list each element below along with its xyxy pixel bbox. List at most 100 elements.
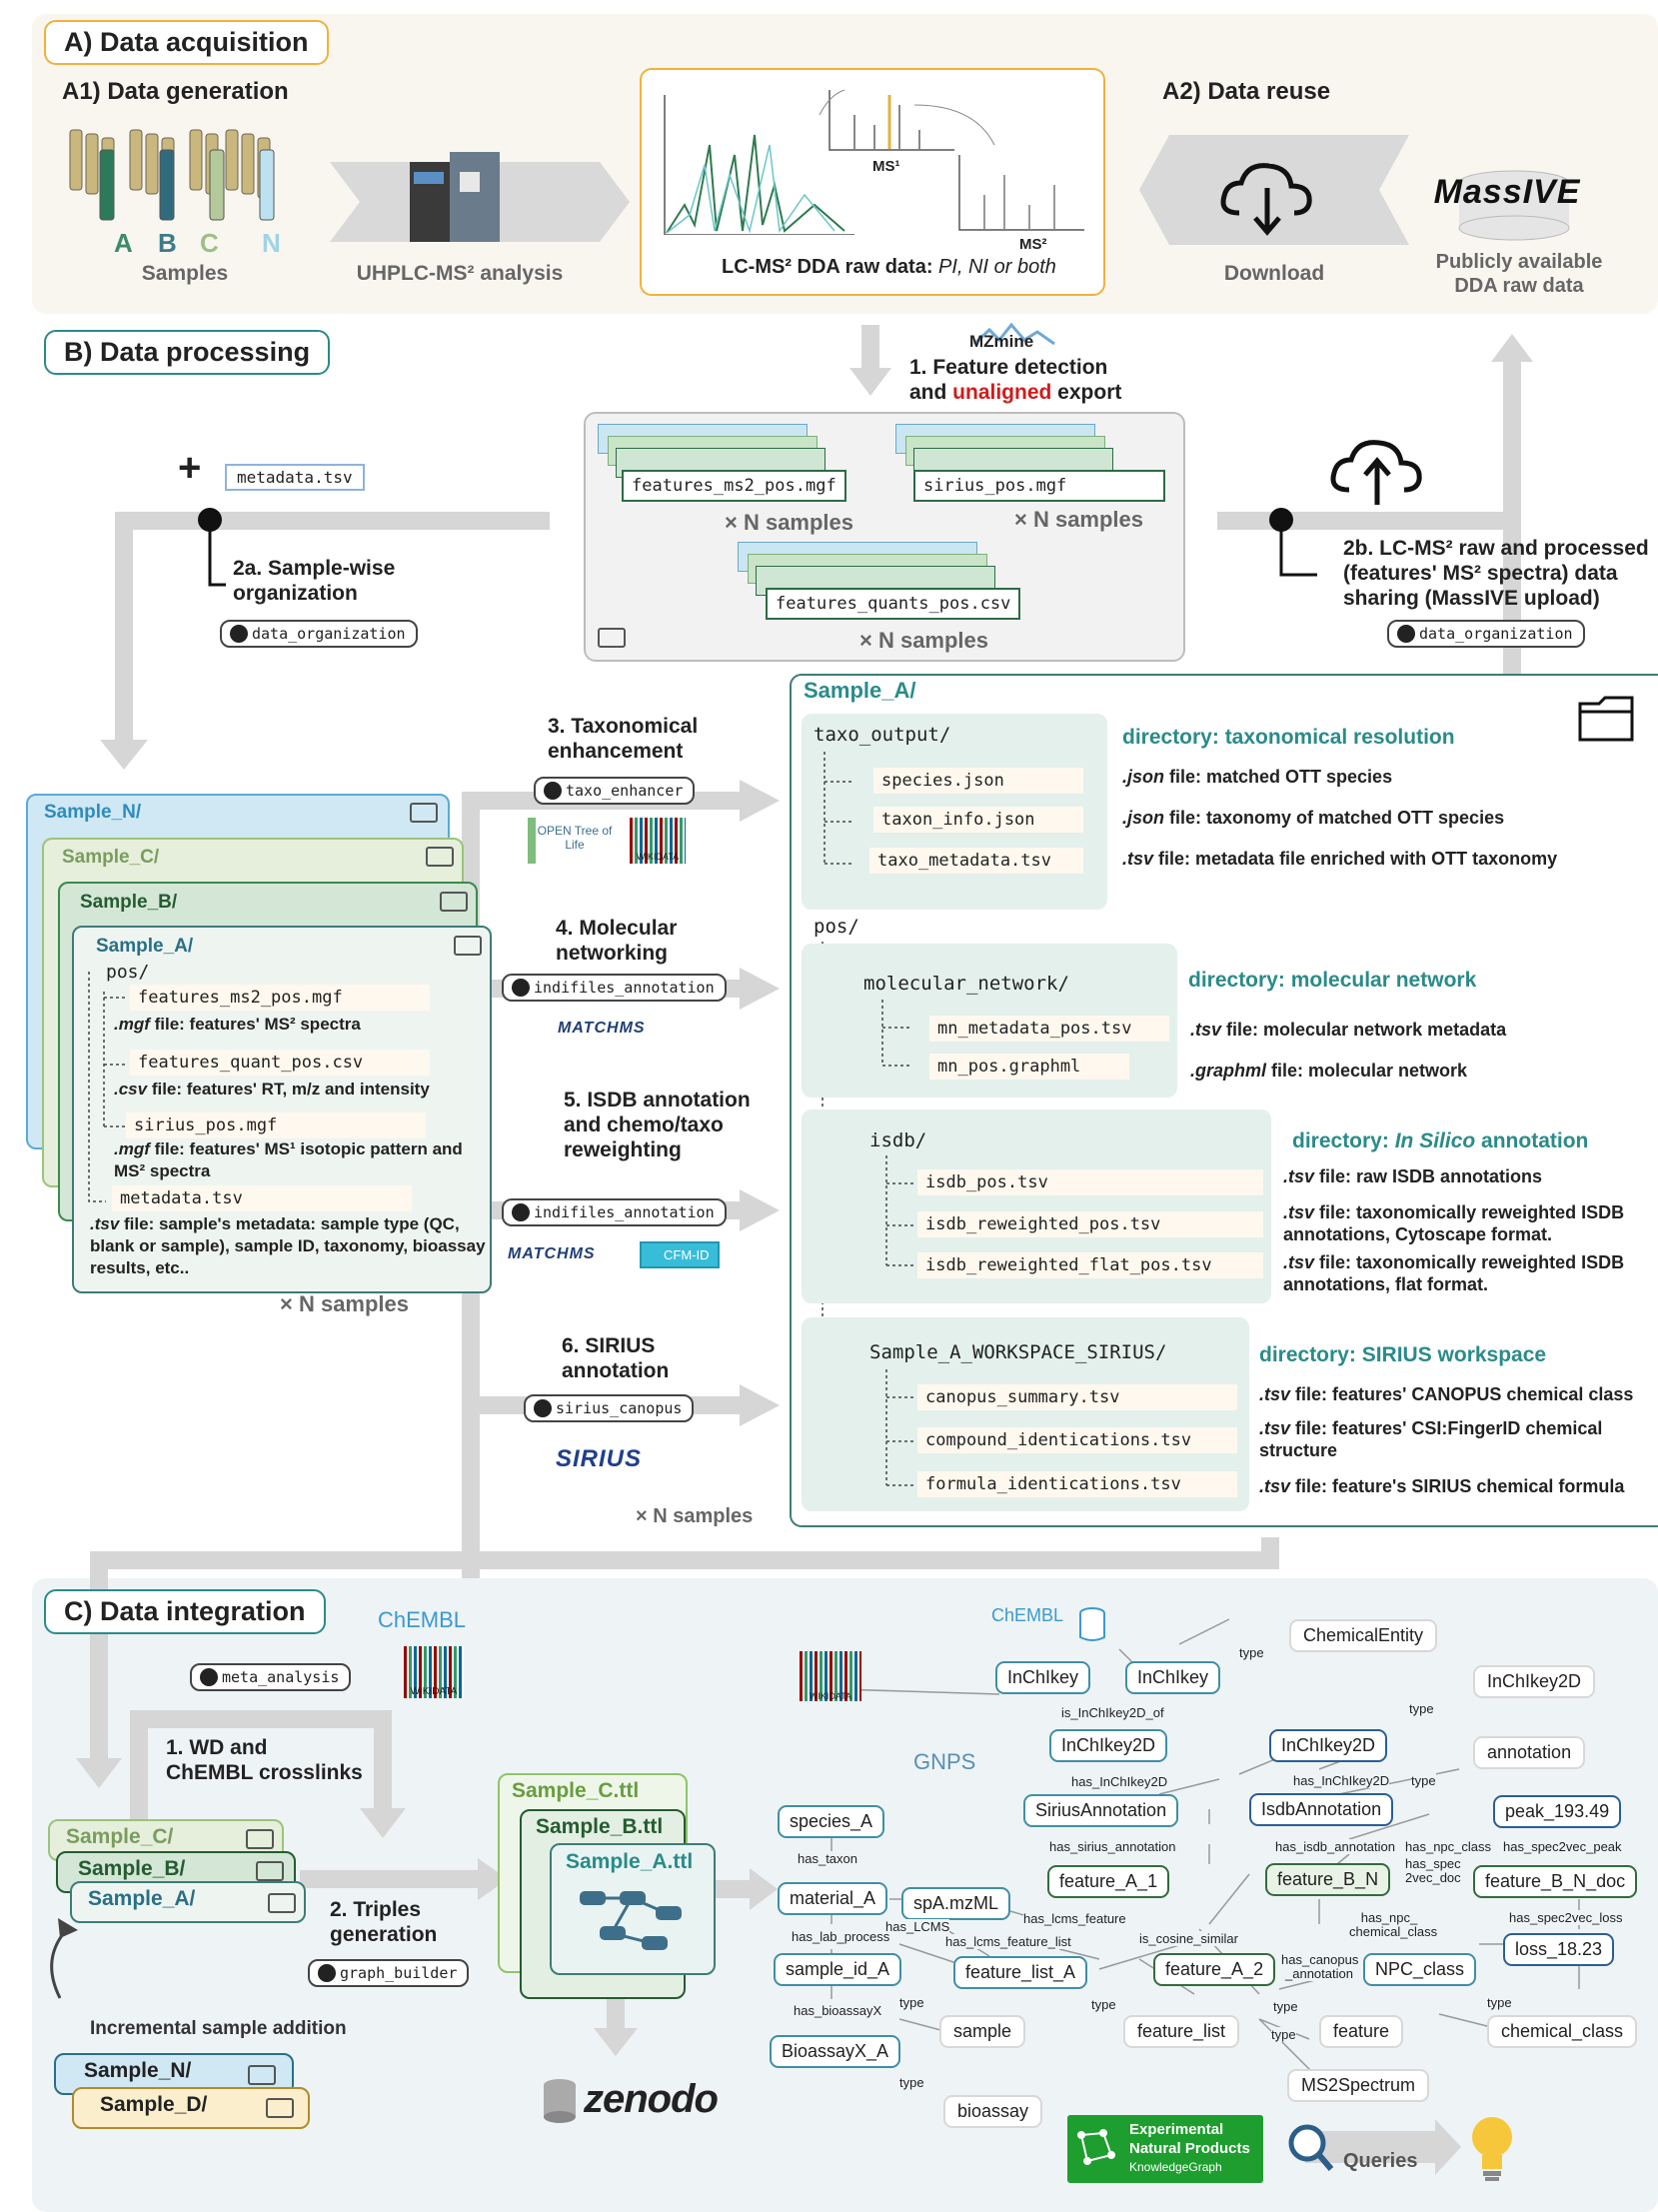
- sample-letter-c: C: [200, 228, 219, 258]
- kg-node-species[interactable]: species_A: [778, 1805, 885, 1838]
- mn-file: mn_metadata_pos.tsv: [929, 1016, 1169, 1042]
- kg-node-feature-b-n[interactable]: feature_B_N: [1265, 1863, 1391, 1896]
- tree-lines-icon: [885, 1155, 913, 1266]
- folder-icon: [246, 1829, 274, 1849]
- kg-rel: has_InChIkey2D: [1293, 1773, 1390, 1788]
- tree-lines-icon: [885, 1369, 913, 1486]
- metadata-file: metadata.tsv: [225, 464, 365, 491]
- kg-node-feature-list-a[interactable]: feature_list_A: [953, 1956, 1088, 1989]
- sample-card-label: Sample_N/: [44, 802, 142, 823]
- pos-dir-label: pos/: [106, 962, 150, 983]
- kg-rel: has_isdb_annotation: [1275, 1839, 1395, 1854]
- ttl-card-a[interactable]: [550, 1843, 716, 1975]
- sampleA-desc-quant: .csv file: features' RT, m/z and intensi…: [114, 1080, 430, 1099]
- kg-node-feature-b-n-doc[interactable]: feature_B_N_doc: [1473, 1865, 1638, 1898]
- kg-node-sample-id[interactable]: sample_id_A: [774, 1953, 902, 1986]
- n-samples-3: × N samples: [859, 628, 989, 653]
- kg-node-bioassay-x[interactable]: BioassayX_A: [770, 2035, 901, 2068]
- kg-rel: type: [1239, 1645, 1264, 1660]
- kg-node-annotation[interactable]: annotation: [1473, 1736, 1586, 1769]
- kg-rel: has_lab_process: [792, 1929, 890, 1944]
- kg-rel: type: [1409, 1701, 1434, 1716]
- kg-node-isdb-annotation[interactable]: IsdbAnnotation: [1249, 1793, 1394, 1826]
- kg-node-chemical-class[interactable]: chemical_class: [1487, 2015, 1638, 2048]
- kg-node-spa-mzml[interactable]: spA.mzML: [901, 1887, 1011, 1920]
- isdb-desc: .tsv file: taxonomically reweighted ISDB…: [1283, 1252, 1625, 1294]
- sample-d-card[interactable]: [72, 2087, 310, 2129]
- wikidata-logo: WIKIDATA: [404, 1646, 464, 1698]
- kg-rel: has_InChIkey2D: [1071, 1774, 1168, 1789]
- lightbulb-icon: [1472, 2117, 1512, 2181]
- kg-node-sirius-annotation[interactable]: SiriusAnnotation: [1023, 1794, 1179, 1827]
- kg-rel: has_taxon: [798, 1851, 857, 1866]
- cloud-upload-icon: [1330, 440, 1422, 505]
- sampleA-desc-meta: .tsv file: sample's metadata: sample typ…: [90, 1214, 486, 1277]
- data-organization-link[interactable]: data_organization: [220, 620, 418, 648]
- indifiles-annotation-link[interactable]: indifiles_annotation: [502, 974, 727, 1002]
- zenodo-logo: zenodo: [584, 2077, 719, 2121]
- taxo-file: taxon_info.json: [873, 807, 1083, 833]
- mn-dir-desc: directory: molecular network: [1188, 969, 1477, 992]
- kg-rel: has_npc_ chemical_class: [1349, 1910, 1438, 1939]
- kg-rel: has_LCMS: [885, 1919, 950, 1934]
- isdb-dir-desc: directory: In Silico annotation: [1292, 1129, 1589, 1152]
- connector-icon: [198, 508, 226, 587]
- samples-caption: Samples: [141, 262, 229, 285]
- features-ms2-file: features_ms2_pos.mgf: [622, 470, 846, 502]
- kg-node-inchikey-1[interactable]: InChIkey: [995, 1661, 1091, 1694]
- graph-builder-link[interactable]: graph_builder: [308, 1959, 470, 1987]
- sirius-desc: .tsv file: features' CSI:FingerID chemic…: [1259, 1418, 1603, 1460]
- kg-node-feature-a2[interactable]: feature_A_2: [1153, 1953, 1276, 1986]
- kg-rel: has_bioassayX: [794, 2003, 882, 2018]
- taxo-desc: .json file: taxonomy of matched OTT spec…: [1122, 808, 1505, 828]
- kg-node-npc-class[interactable]: NPC_class: [1363, 1953, 1477, 1986]
- open-tree-of-life-logo: OPEN Tree of Life: [528, 818, 614, 864]
- kg-rel: has_spec 2vec_doc: [1405, 1857, 1465, 1885]
- ttl-label: Sample_C.ttl: [512, 1779, 640, 1802]
- kg-node-bioassay[interactable]: bioassay: [943, 2095, 1043, 2128]
- chembl-logo-2: ChEMBL: [991, 1605, 1064, 1625]
- kg-rel: has_lcms_feature_list: [945, 1934, 1071, 1949]
- n-samples-2: × N samples: [1014, 507, 1144, 532]
- enpkg-line: Experimental: [1129, 2121, 1224, 2138]
- mn-file: mn_pos.graphml: [929, 1054, 1129, 1080]
- enpkg-line: Natural Products: [1129, 2140, 1250, 2157]
- enpkg-line: KnowledgeGraph: [1129, 2160, 1222, 2174]
- mzmine-logo-icon: [972, 322, 1055, 346]
- kg-node-ms2spectrum[interactable]: MS2Spectrum: [1287, 2069, 1430, 2102]
- isdb-file: isdb_reweighted_pos.tsv: [917, 1211, 1263, 1237]
- wikidata-logo: WIKIDATA: [630, 818, 686, 864]
- kg-node-material[interactable]: material_A: [778, 1882, 888, 1915]
- sampleA-file-meta: metadata.tsv: [112, 1185, 412, 1211]
- cloud-download-icon: [1220, 163, 1312, 236]
- sampleA-desc-ms2: .mgf file: features' MS² spectra: [114, 1015, 361, 1034]
- kg-node-inchikey2d[interactable]: InChIkey2D: [1049, 1729, 1168, 1762]
- sample-letter-a: A: [114, 228, 133, 258]
- raw-data-caption: LC-MS² DDA raw data: PI, NI or both: [722, 256, 1056, 278]
- kg-node-peak[interactable]: peak_193.49: [1493, 1795, 1622, 1828]
- kg-node-inchikey2d-2[interactable]: InChIkey2D: [1269, 1729, 1388, 1762]
- kg-node-sample[interactable]: sample: [939, 2015, 1026, 2048]
- kg-node-feature-a1[interactable]: feature_A_1: [1047, 1865, 1170, 1898]
- mn-desc: .tsv file: molecular network metadata: [1190, 1020, 1507, 1040]
- sirius-canopus-link[interactable]: sirius_canopus: [524, 1394, 695, 1422]
- kg-node-loss[interactable]: loss_18.23: [1503, 1933, 1615, 1966]
- queries-label: Queries: [1343, 2150, 1418, 2172]
- sampleA-file-ms2: features_ms2_pos.mgf: [130, 985, 430, 1011]
- kg-node-feature[interactable]: feature: [1319, 2015, 1404, 2048]
- kg-node-inchikey2d-type[interactable]: InChIkey2D: [1473, 1665, 1596, 1698]
- graph-icon: [1077, 2129, 1115, 2165]
- kg-node-chemical-entity[interactable]: ChemicalEntity: [1289, 1619, 1438, 1652]
- indifiles-annotation-link-2[interactable]: indifiles_annotation: [502, 1198, 727, 1226]
- pos-dir: pos/: [814, 916, 859, 938]
- sample-a-card[interactable]: [70, 1881, 306, 1923]
- data-reuse-title: A2) Data reuse: [1162, 78, 1331, 105]
- data-organization-link-2[interactable]: data_organization: [1387, 620, 1585, 648]
- kg-rel: has_npc_class: [1405, 1839, 1491, 1854]
- taxo-enhancer-link[interactable]: taxo_enhancer: [534, 777, 696, 805]
- meta-analysis-link[interactable]: meta_analysis: [190, 1663, 352, 1691]
- kg-node-inchikey-2[interactable]: InChIkey: [1125, 1661, 1221, 1694]
- tree-lines-icon: [824, 752, 851, 865]
- kg-node-feature-list[interactable]: feature_list: [1123, 2015, 1240, 2048]
- massive-logo: MassIVE: [1433, 173, 1581, 211]
